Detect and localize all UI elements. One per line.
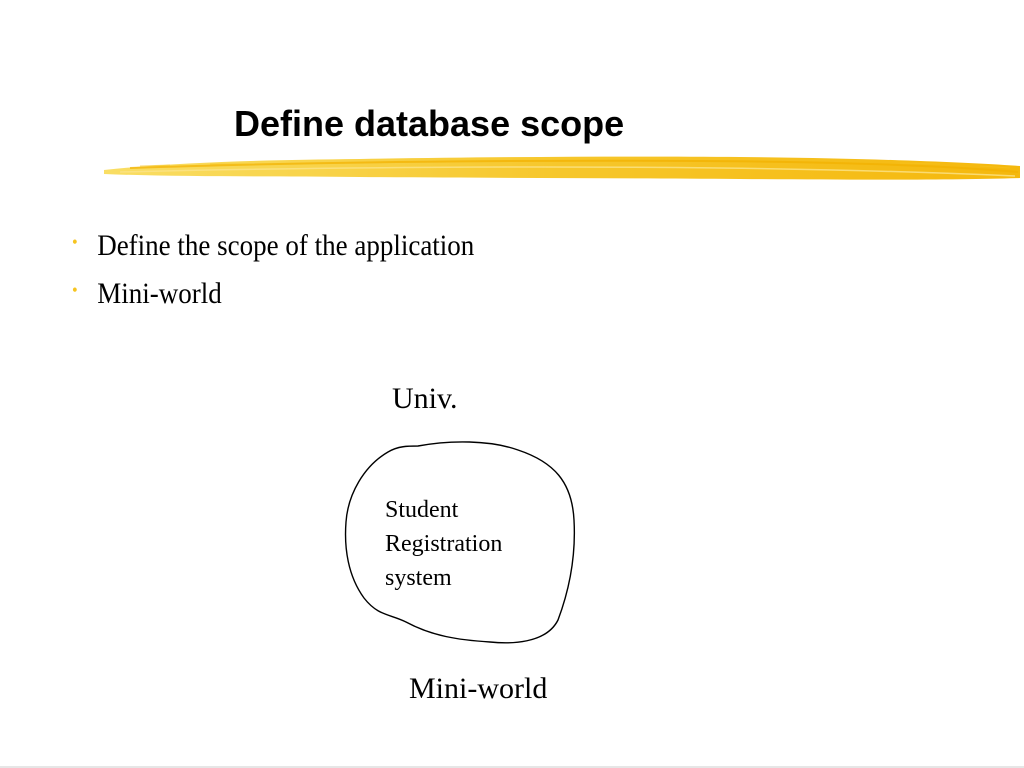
slide-title: Define database scope [234,103,625,144]
bullet-item: • Mini-world [72,270,474,318]
inner-system-label: Student Registration system [385,493,502,595]
mini-world-caption: Mini-world [409,672,548,705]
bullet-item: • Define the scope of the application [72,222,474,270]
inner-system-line: Student [385,497,459,523]
mini-world-diagram: Univ. Student Registration system Mini-w… [340,380,590,720]
slide-bottom-divider [0,766,1024,768]
univ-label: Univ. [392,382,458,415]
inner-system-line: Registration [385,531,503,557]
bullet-text: Define the scope of the application [97,229,475,262]
bullet-text: Mini-world [97,277,222,310]
bullet-dot-icon: • [72,232,78,252]
bullet-dot-icon: • [72,280,78,300]
bullet-list: • Define the scope of the application • … [72,222,519,318]
title-highlight-stroke [104,156,1020,180]
inner-system-line: system [385,565,452,591]
mini-world-boundary-shape [344,441,576,644]
